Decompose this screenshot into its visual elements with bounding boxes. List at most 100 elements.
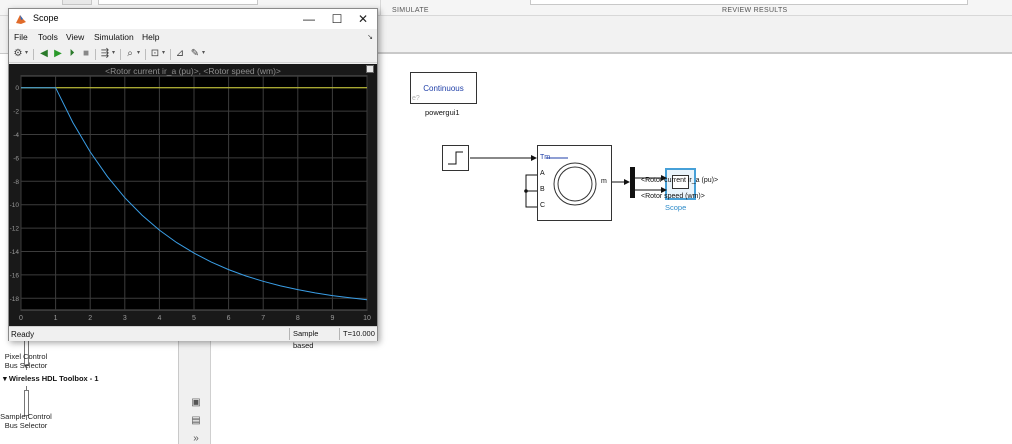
- y-tick-label: -8: [13, 179, 19, 186]
- scope-block[interactable]: [665, 168, 696, 200]
- plot-title: <Rotor current ir_a (pu)>, <Rotor speed …: [105, 66, 281, 76]
- step-forward-icon[interactable]: ⏵: [69, 48, 75, 59]
- menu-help[interactable]: Help: [142, 32, 160, 42]
- signal-rotor-speed-label[interactable]: <Rotor speed (wm)>: [641, 193, 705, 200]
- tm-arrow: [531, 155, 537, 161]
- y-tick-label: -4: [13, 132, 19, 139]
- y-tick-label: 0: [15, 85, 19, 92]
- y-tick-label: -16: [10, 272, 20, 279]
- port-tm-label: Tm: [540, 154, 551, 161]
- scope-menubar: File Tools View Simulation Help ↘: [9, 30, 377, 45]
- triggers-icon[interactable]: ⊿: [175, 48, 185, 59]
- library-browser-button[interactable]: [62, 0, 92, 5]
- y-tick-label: -2: [13, 109, 19, 116]
- camera-icon[interactable]: ▣: [191, 397, 201, 408]
- canvas-header-divider: [378, 52, 1012, 53]
- series-line-2: [21, 87, 368, 301]
- port-c-label: C: [540, 202, 546, 209]
- scope-window-title: Scope: [33, 13, 59, 23]
- toolbar-separator: [33, 49, 34, 60]
- toolbar-separator: [120, 49, 121, 60]
- signal-2-arrow: [661, 187, 667, 193]
- step-icon: [448, 151, 463, 165]
- y-tick-label: -10: [10, 202, 20, 209]
- x-tick-label: 1: [54, 315, 58, 322]
- save-icon[interactable]: ▤: [191, 415, 201, 426]
- scope-window[interactable]: Scope — ☐ ✕ File Tools View Simulation H…: [8, 8, 378, 350]
- port-a-label: A: [540, 170, 545, 177]
- more-icon[interactable]: »: [193, 433, 199, 444]
- x-tick-label: 0: [19, 315, 23, 322]
- machine-icon: [546, 157, 597, 206]
- autoscale-icon[interactable]: ⊡: [150, 48, 160, 59]
- menubar-arrow-icon[interactable]: ↘: [367, 34, 373, 41]
- step-block[interactable]: [442, 145, 469, 171]
- powergui-block[interactable]: Continuous e?: [410, 72, 477, 104]
- status-sample-mode: Sample based: [289, 328, 339, 350]
- menu-view[interactable]: View: [66, 32, 85, 42]
- close-button[interactable]: ✕: [357, 12, 369, 26]
- stop-icon[interactable]: ■: [82, 48, 90, 59]
- minimize-button[interactable]: —: [303, 12, 315, 26]
- scope-toolbar: ⚙ ▾ ◀ ▶ ⏵ ■ ⇶ ▾ ⌕ ▾ ⊡ ▾ ⊿ ✎ ▾: [9, 46, 377, 63]
- x-tick-label: 7: [261, 315, 265, 322]
- maximize-button[interactable]: ☐: [331, 12, 343, 26]
- bus-selector-block[interactable]: [630, 167, 635, 198]
- x-tick-label: 2: [88, 315, 92, 322]
- review-field[interactable]: [530, 0, 968, 5]
- toolbar-separator: [170, 49, 171, 60]
- highlight-icon[interactable]: ⇶: [100, 48, 110, 59]
- wireless-hdl-toolbox-header[interactable]: ▾ Wireless HDL Toolbox - 1: [3, 374, 99, 383]
- measurements-dropdown-icon[interactable]: ▾: [202, 50, 206, 56]
- zoom-dropdown-icon[interactable]: ▾: [137, 50, 141, 56]
- scope-block-name[interactable]: Scope: [665, 203, 687, 212]
- powergui-tag: e?: [412, 95, 420, 102]
- toolstrip-separator: [380, 0, 381, 15]
- powergui-name[interactable]: powergui1: [425, 108, 460, 117]
- step-back-icon[interactable]: ◀: [40, 48, 48, 59]
- pixel-control-label: Pixel Control Bus Selector: [4, 352, 48, 370]
- settings-gear-icon[interactable]: ⚙: [13, 48, 23, 59]
- scope-icon: [672, 175, 689, 189]
- scope-titlebar[interactable]: Scope — ☐ ✕: [9, 9, 377, 29]
- menu-file[interactable]: File: [14, 32, 28, 42]
- x-tick-label: 3: [123, 315, 127, 322]
- menu-tools[interactable]: Tools: [38, 32, 58, 42]
- signal-rotor-current-label[interactable]: <Rotor current ir_a (pu)>: [641, 177, 719, 184]
- powergui-mode-text: Continuous: [423, 84, 464, 93]
- highlight-dropdown-icon[interactable]: ▾: [112, 50, 116, 56]
- expand-plot-icon[interactable]: [366, 65, 374, 73]
- x-tick-label: 5: [192, 315, 196, 322]
- run-icon[interactable]: ▶: [54, 48, 62, 59]
- y-tick-label: -18: [10, 296, 20, 303]
- y-tick-label: -12: [10, 226, 20, 233]
- sample-control-label: Sample Control Bus Selector: [0, 412, 52, 430]
- section-review-results: REVIEW RESULTS: [722, 7, 788, 14]
- toolstrip-field[interactable]: [98, 0, 258, 5]
- status-ready: Ready: [11, 330, 35, 339]
- y-tick-label: -14: [10, 249, 20, 256]
- autoscale-dropdown-icon[interactable]: ▾: [162, 50, 166, 56]
- zoom-icon[interactable]: ⌕: [127, 48, 133, 59]
- junction-dot: [524, 189, 528, 193]
- sample-control-bus-selector-block[interactable]: [24, 386, 29, 420]
- scope-statusbar: Ready Sample based T=10.000: [9, 326, 377, 350]
- x-tick-label: 9: [330, 315, 334, 322]
- port-b-label: B: [540, 186, 545, 193]
- matlab-icon: [16, 15, 26, 24]
- toolbar-separator: [145, 49, 146, 60]
- cursor-measurements-icon[interactable]: ✎: [190, 48, 200, 59]
- signal-1-arrow: [661, 175, 667, 181]
- y-tick-label: -6: [13, 155, 19, 162]
- toolbar-separator: [95, 49, 96, 60]
- induction-machine-block[interactable]: Tm A B C m: [537, 145, 612, 221]
- x-tick-label: 10: [363, 315, 371, 322]
- menu-simulation[interactable]: Simulation: [94, 32, 134, 42]
- wireless-hdl-toolbox-label: Wireless HDL Toolbox - 1: [8, 374, 99, 383]
- settings-dropdown-icon[interactable]: ▾: [25, 50, 29, 56]
- section-simulate: SIMULATE: [392, 7, 429, 14]
